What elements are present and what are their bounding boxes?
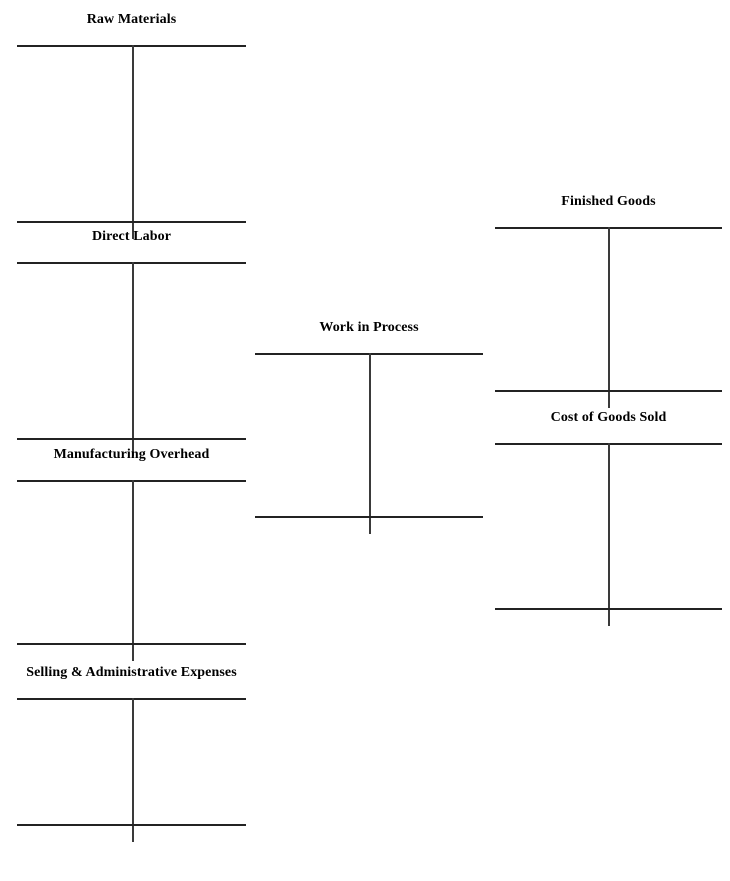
t-account-manufacturing-overhead: Manufacturing Overhead <box>17 447 246 661</box>
account-title: Selling & Administrative Expenses <box>26 665 237 680</box>
account-title: Direct Labor <box>91 229 172 244</box>
account-title: Manufacturing Overhead <box>53 447 210 462</box>
account-bottom-rule <box>17 438 246 440</box>
account-center-divider <box>369 353 371 534</box>
account-credit-column[interactable] <box>610 445 722 608</box>
account-title: Cost of Goods Sold <box>550 410 667 425</box>
t-account-work-in-process: Work in Process <box>255 320 483 534</box>
t-account-raw-materials: Raw Materials <box>17 12 246 239</box>
t-account-direct-labor: Direct Labor <box>17 229 246 456</box>
account-credit-column[interactable] <box>134 700 246 824</box>
account-debit-column[interactable] <box>495 229 608 390</box>
account-debit-column[interactable] <box>17 264 132 438</box>
account-top-rule <box>17 480 246 482</box>
account-credit-column[interactable] <box>610 229 722 390</box>
account-credit-column[interactable] <box>371 355 483 516</box>
account-top-rule <box>17 698 246 700</box>
account-title: Raw Materials <box>86 12 177 27</box>
account-title: Finished Goods <box>561 194 656 209</box>
t-account-finished-goods: Finished Goods <box>495 194 722 408</box>
t-account-selling-administrative-expenses: Selling & Administrative Expenses <box>17 665 246 842</box>
account-bottom-rule <box>495 390 722 392</box>
account-credit-column[interactable] <box>134 47 246 221</box>
account-center-divider <box>132 262 134 456</box>
account-credit-column[interactable] <box>134 264 246 438</box>
account-debit-column[interactable] <box>17 47 132 221</box>
account-bottom-rule <box>17 643 246 645</box>
account-bottom-rule <box>17 221 246 223</box>
account-credit-column[interactable] <box>134 482 246 643</box>
account-center-divider <box>132 698 134 842</box>
account-top-rule <box>17 262 246 264</box>
account-center-divider <box>608 227 610 408</box>
account-title: Work in Process <box>319 320 419 335</box>
account-debit-column[interactable] <box>255 355 369 516</box>
account-top-rule <box>17 45 246 47</box>
account-debit-column[interactable] <box>17 700 132 824</box>
account-center-divider <box>132 45 134 239</box>
account-center-divider <box>608 443 610 626</box>
account-center-divider <box>132 480 134 661</box>
t-account-cost-of-goods-sold: Cost of Goods Sold <box>495 410 722 626</box>
account-debit-column[interactable] <box>495 445 608 608</box>
account-bottom-rule <box>495 608 722 610</box>
account-bottom-rule <box>17 824 246 826</box>
account-bottom-rule <box>255 516 483 518</box>
account-debit-column[interactable] <box>17 482 132 643</box>
